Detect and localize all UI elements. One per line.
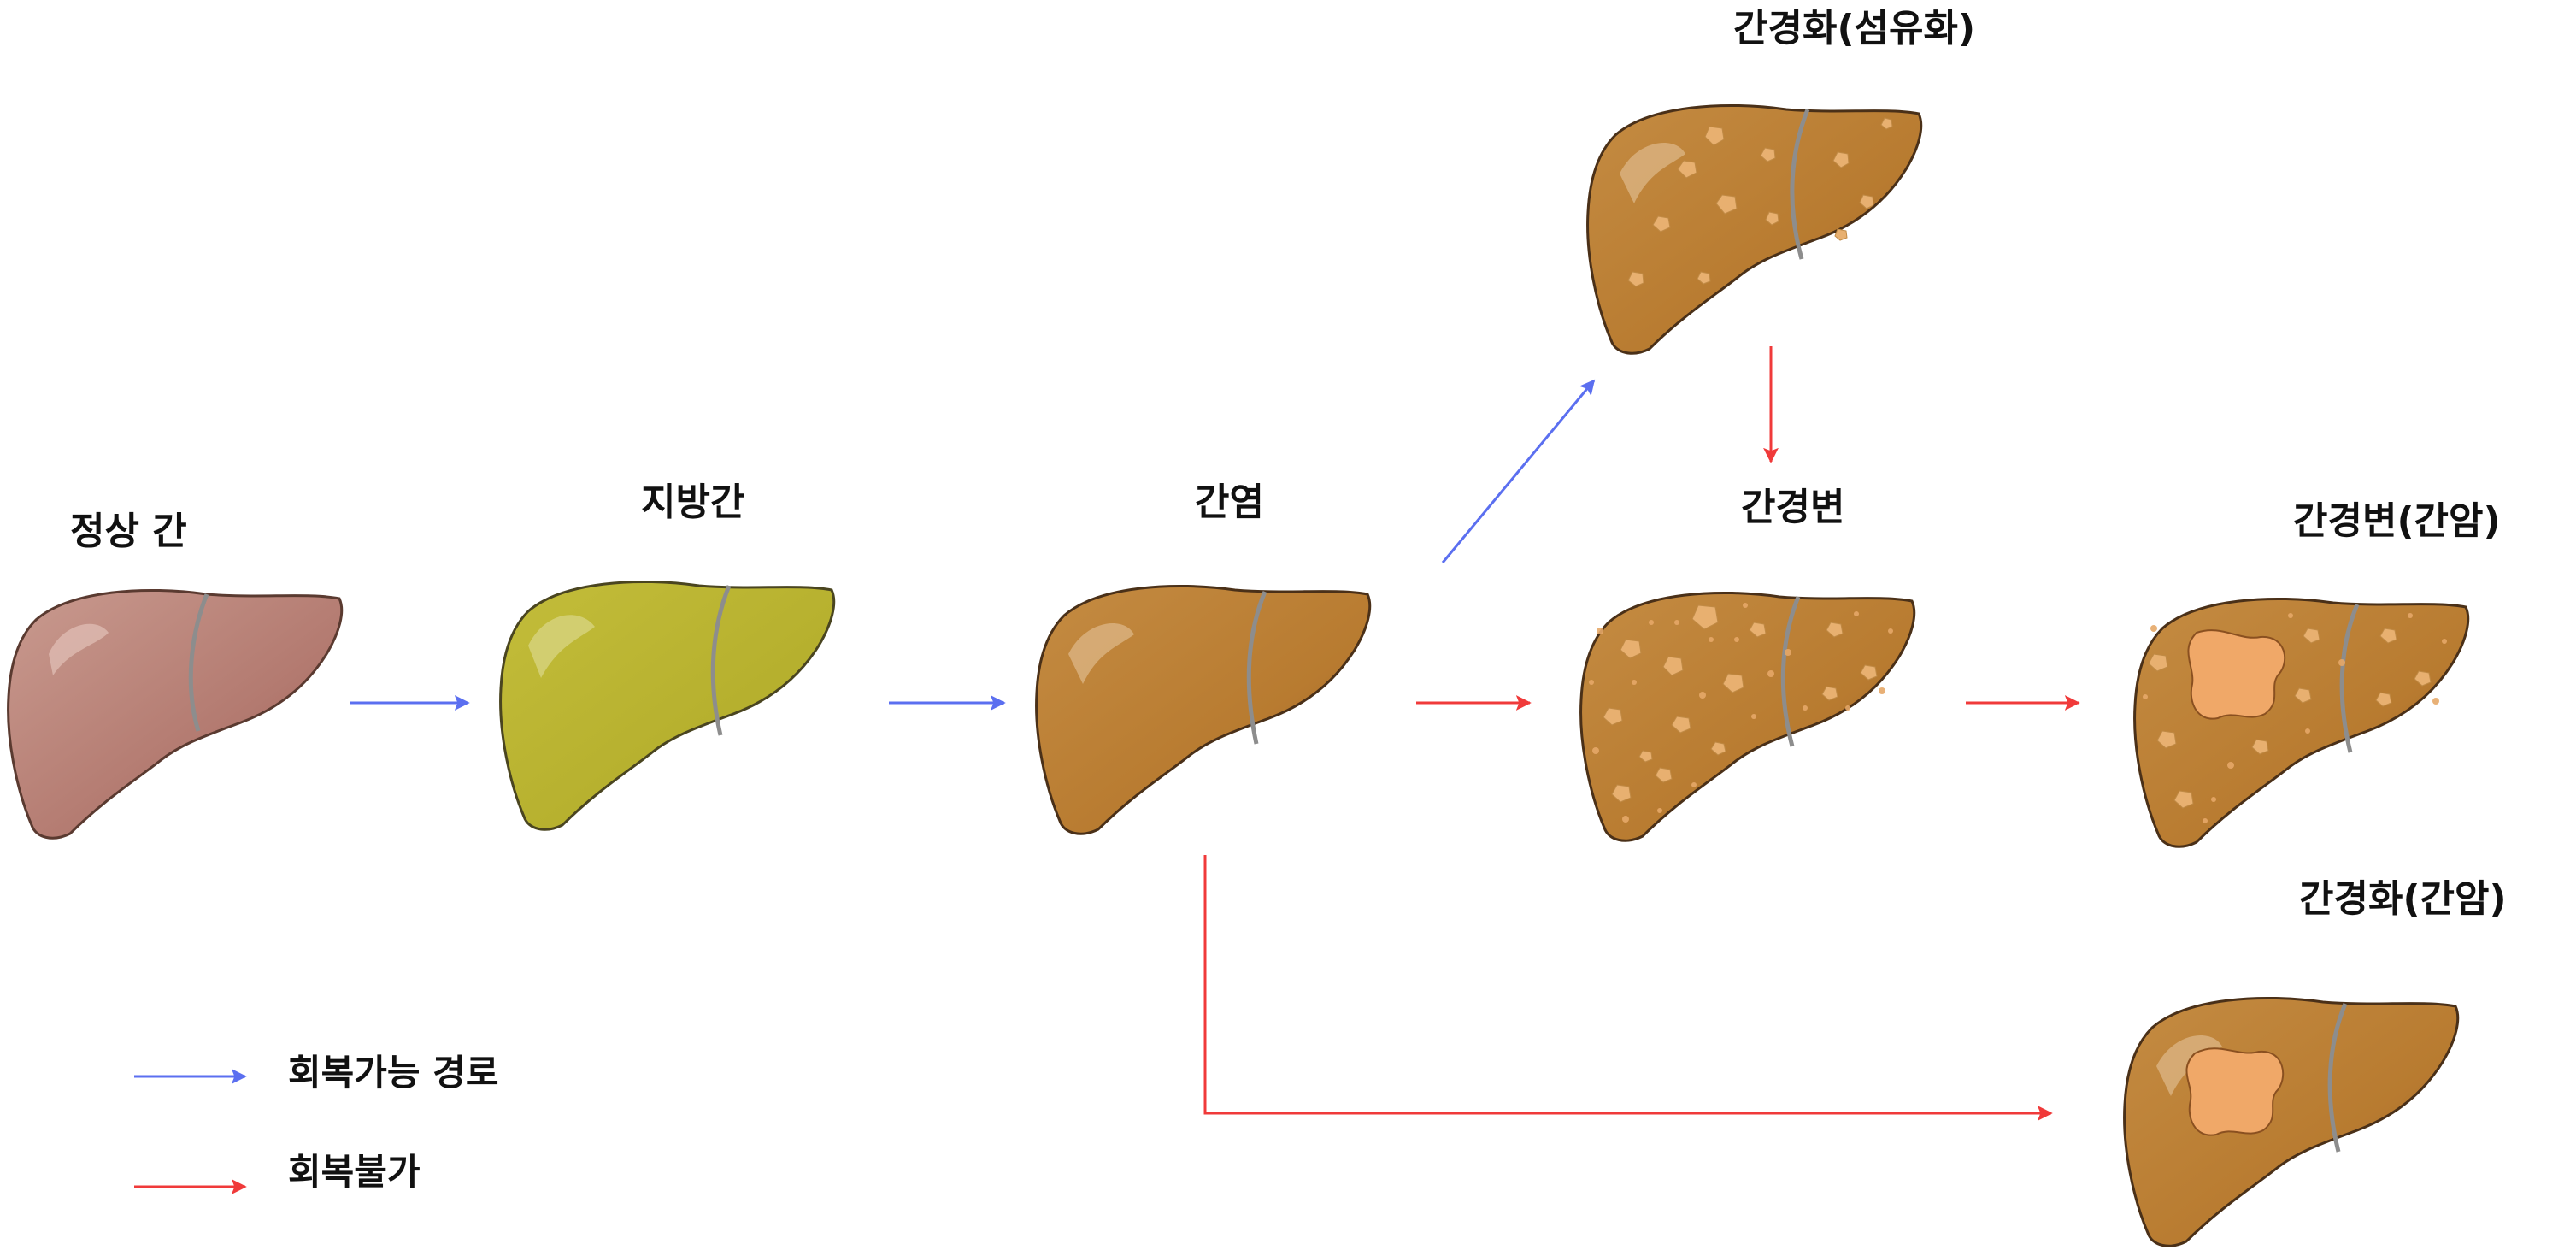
label-cirrhosis: 간경변 <box>1741 486 1845 529</box>
label-fatty-liver: 지방간 <box>641 481 745 524</box>
normal-liver <box>7 588 344 840</box>
fibrosis-cancer-liver <box>2123 996 2460 1247</box>
arrow-hepatitis-to-fibrosis-cancer <box>1203 855 2053 1121</box>
label-cirrhosis-cancer: 간경변(간암) <box>2293 499 2501 543</box>
label-normal-liver: 정상 간 <box>70 510 187 553</box>
label-fibrosis: 간경화(섬유화) <box>1733 7 1976 50</box>
label-fibrosis-cancer: 간경화(간암) <box>2299 877 2507 921</box>
hepatitis-liver <box>1035 584 1372 835</box>
fibrosis-liver <box>1586 103 1923 355</box>
legend-irreversible-label: 회복불가 <box>288 1151 421 1193</box>
cirrhosis-liver <box>1579 591 1916 842</box>
label-hepatitis: 간염 <box>1195 481 1264 524</box>
cirrhosis-cancer-liver <box>2133 597 2470 848</box>
legend-reversible-label: 회복가능 경로 <box>288 1052 499 1094</box>
fatty-liver <box>499 580 836 831</box>
arrow-hepatitis-to-fibrosis <box>1441 379 1596 563</box>
